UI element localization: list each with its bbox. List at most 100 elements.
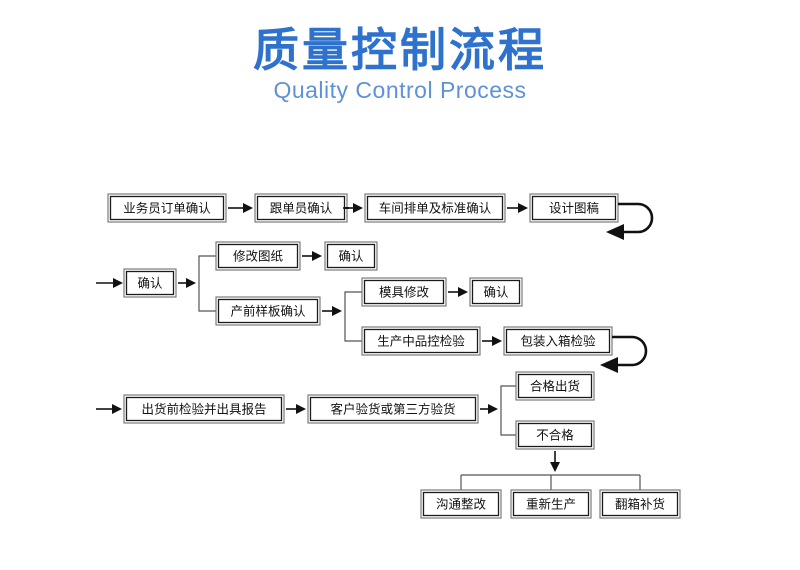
page-title: 质量控制流程 [253,24,547,76]
node-confirm-c[interactable]: 确认 [469,277,523,307]
node-revise-drawing[interactable]: 修改图纸 [215,241,301,271]
page-header: 质量控制流程 Quality Control Process [0,26,800,105]
node-box [215,296,321,326]
node-box-inner [363,279,445,305]
node-pre-shipment-inspection-report[interactable]: 出货前检验并出具报告 [123,394,285,424]
split-bracket-result [500,385,516,436]
row2-entry-arrow [96,278,123,288]
page-subtitle: Quality Control Process [273,77,527,104]
node-box-inner [366,195,504,221]
node-box-inner [125,270,175,296]
node-in-process-quality-inspection[interactable]: 生产中品控检验 [361,326,481,356]
arrow-r2-1 [302,251,322,261]
fanout-bracket-remediation [460,474,641,490]
node-packing-inspection[interactable]: 包装入箱检验 [503,326,613,356]
node-box-inner [109,195,225,221]
flow-row-2: 确认 修改图纸 确认 [96,241,648,373]
node-label: 确认 [137,276,163,290]
arrow-unqualified-down [550,451,560,472]
node-box [515,371,595,401]
node-box-inner [512,491,590,517]
node-box [324,241,378,271]
node-label: 翻箱补货 [615,496,665,511]
node-confirm-a[interactable]: 确认 [123,268,177,298]
node-box-inner [363,328,479,354]
node-box [107,193,227,223]
node-box [123,268,177,298]
arrow-r2-split-in [178,278,196,288]
node-box-inner [326,243,376,269]
node-merchandiser-confirm[interactable]: 跟单员确认 [254,193,348,223]
node-label: 出货前检验并出具报告 [141,401,266,416]
node-business-order-confirm[interactable]: 业务员订单确认 [107,193,227,223]
node-label: 包装入箱检验 [520,333,596,348]
node-box [420,489,502,519]
node-box [123,394,285,424]
node-label: 设计图稿 [549,200,599,215]
node-box-inner [217,298,319,324]
arrow-r2-3 [448,287,468,297]
node-box-inner [471,279,521,305]
node-box-inner [217,243,299,269]
node-box [529,193,619,223]
node-label: 确认 [338,249,364,263]
node-label: 沟通整改 [436,496,487,511]
node-label: 车间排单及标准确认 [379,200,492,215]
node-mold-revision[interactable]: 模具修改 [361,277,447,307]
node-box-inner [505,328,611,354]
node-label: 修改图纸 [233,248,284,263]
node-box [307,394,479,424]
node-box [254,193,348,223]
split-bracket-sample [344,291,362,342]
node-box-inner [517,373,593,399]
node-label: 产前样板确认 [230,303,306,318]
arrow-r3-2 [480,404,498,414]
node-reproduce[interactable]: 重新生产 [510,489,592,519]
arrow-r2-2 [322,306,342,316]
flow-row-3: 出货前检验并出具报告 客户验货或第三方验货 [96,371,595,450]
node-box-inner [309,396,477,422]
node-box [215,241,301,271]
node-box [503,326,613,356]
node-communicate-rectify[interactable]: 沟通整改 [420,489,502,519]
node-resort-replenish[interactable]: 翻箱补货 [599,489,681,519]
arrow-r2-4 [482,336,502,346]
node-label: 跟单员确认 [270,201,333,215]
node-qualified-shipment[interactable]: 合格出货 [515,371,595,401]
node-box [361,326,481,356]
node-customer-or-third-party-inspection[interactable]: 客户验货或第三方验货 [307,394,479,424]
node-box-inner [601,491,679,517]
node-label: 客户验货或第三方验货 [330,401,455,416]
node-box [361,277,447,307]
node-confirm-b[interactable]: 确认 [324,241,378,271]
loop-connector-row1 [606,202,654,240]
node-box-inner [517,422,593,448]
flow-row-1: 业务员订单确认 跟单员确认 [107,193,654,240]
node-design-draft[interactable]: 设计图稿 [529,193,619,223]
node-box-inner [422,491,500,517]
node-box [469,277,523,307]
loop-connector-row2 [600,335,648,373]
node-label: 模具修改 [379,284,430,299]
row3-entry-arrow [96,404,122,414]
node-label: 不合格 [536,427,574,442]
node-label: 业务员订单确认 [123,200,211,215]
node-unqualified[interactable]: 不合格 [515,420,595,450]
node-workshop-schedule-confirm[interactable]: 车间排单及标准确认 [364,193,506,223]
flow-row-4: 沟通整改 重新生产 翻箱补货 [420,451,681,519]
node-box [364,193,506,223]
node-box-inner [531,195,617,221]
arrow-r1-1 [228,203,253,213]
arrow-r3-1 [286,404,306,414]
arrow-r1-2 [343,203,363,213]
node-label: 生产中品控检验 [377,333,465,348]
node-box [515,420,595,450]
split-bracket-confirm [198,255,216,312]
node-label: 重新生产 [526,496,576,511]
node-pre-production-sample-confirm[interactable]: 产前样板确认 [215,296,321,326]
node-box [510,489,592,519]
node-box [599,489,681,519]
node-label: 确认 [483,285,509,299]
